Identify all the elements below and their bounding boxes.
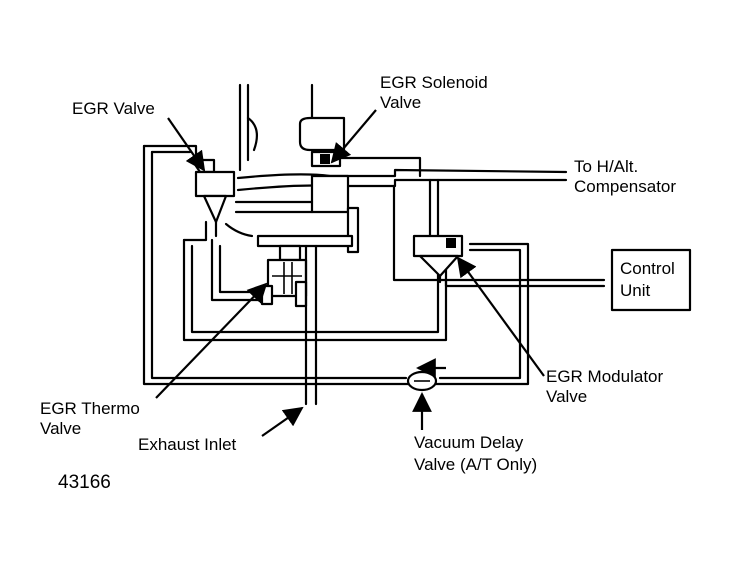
label-control-unit-line1: Control	[620, 259, 675, 278]
label-egr-modulator-valve-line2: Valve	[546, 387, 587, 406]
egr-solenoid-valve	[298, 116, 422, 178]
leader-lines	[155, 109, 545, 437]
vacuum-delay-valve	[406, 370, 438, 392]
label-egr-thermo-valve-line2: Valve	[40, 419, 81, 438]
label-to-compensator-line1: To H/Alt.	[574, 157, 638, 176]
egr-modulator-valve	[412, 234, 464, 284]
label-egr-solenoid-valve-line1: EGR Solenoid	[380, 73, 488, 92]
label-exhaust-inlet: Exhaust Inlet	[138, 435, 237, 454]
label-to-compensator-line2: Compensator	[574, 177, 676, 196]
label-control-unit-line2: Unit	[620, 281, 651, 300]
intake-manifold	[234, 174, 360, 254]
label-egr-solenoid-valve-line2: Valve	[380, 93, 421, 112]
label-vacuum-delay-valve-line1: Vacuum Delay	[414, 433, 524, 452]
label-egr-modulator-valve-line1: EGR Modulator	[546, 367, 663, 386]
figure-number: 43166	[58, 472, 111, 493]
label-egr-thermo-valve-line1: EGR Thermo	[40, 399, 140, 418]
control-unit-box	[610, 248, 692, 312]
label-egr-valve: EGR Valve	[72, 99, 155, 118]
egr-thermo-valve	[224, 222, 354, 308]
label-vacuum-delay-valve-line2: Valve (A/T Only)	[414, 455, 537, 474]
exhaust-inlet-pipe	[304, 244, 318, 406]
